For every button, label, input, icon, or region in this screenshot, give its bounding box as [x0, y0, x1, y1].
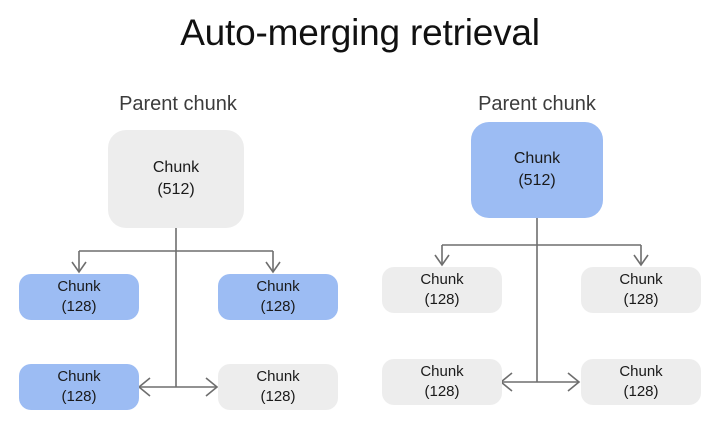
left-child-top-left-title: Chunk — [57, 278, 101, 295]
left-child-bottom-left-title: Chunk — [57, 368, 101, 385]
right-parent-chunk-size: (512) — [518, 172, 556, 189]
right-child-bottom-right-title: Chunk — [619, 363, 663, 380]
right-arrowhead-top-left — [434, 254, 450, 267]
left-parent-chunk-box[interactable]: Chunk (512) — [108, 130, 244, 228]
page-title: Auto-merging retrieval — [180, 12, 540, 53]
right-arrowhead-bottom-left — [499, 372, 513, 392]
left-arrowhead-top-left — [71, 261, 87, 274]
right-arrowhead-top-right — [633, 254, 649, 267]
right-parent-chunk-title: Chunk — [513, 150, 561, 167]
right-child-chunk-bottom-right[interactable]: Chunk (128) — [581, 359, 701, 405]
right-child-bottom-left-size: (128) — [424, 383, 460, 400]
left-child-bottom-left-size: (128) — [61, 388, 97, 405]
right-child-bottom-left-title: Chunk — [420, 363, 464, 380]
left-arrowhead-bottom-left — [137, 377, 151, 397]
left-child-chunk-bottom-left[interactable]: Chunk (128) — [19, 364, 139, 410]
left-child-chunk-bottom-right[interactable]: Chunk (128) — [218, 364, 338, 410]
left-child-bottom-right-title: Chunk — [256, 368, 300, 385]
right-child-chunk-bottom-left[interactable]: Chunk (128) — [382, 359, 502, 405]
left-arrowhead-top-right — [265, 261, 281, 274]
right-child-chunk-top-right[interactable]: Chunk (128) — [581, 267, 701, 313]
right-panel-parent-label: Parent chunk — [478, 93, 596, 115]
left-panel-parent-label: Parent chunk — [119, 93, 237, 115]
right-child-bottom-right-size: (128) — [623, 383, 659, 400]
right-arrowhead-bottom-right — [567, 372, 581, 392]
left-arrowhead-bottom-right — [205, 377, 219, 397]
right-child-top-right-size: (128) — [623, 291, 659, 308]
right-child-top-left-size: (128) — [424, 291, 460, 308]
right-child-chunk-top-left[interactable]: Chunk (128) — [382, 267, 502, 313]
left-child-top-right-size: (128) — [260, 298, 296, 315]
right-child-top-right-title: Chunk — [619, 271, 663, 288]
left-child-chunk-top-right[interactable]: Chunk (128) — [218, 274, 338, 320]
left-parent-chunk-title: Chunk — [152, 159, 200, 176]
left-child-top-right-title: Chunk — [256, 278, 300, 295]
left-parent-chunk-size: (512) — [157, 181, 195, 198]
left-child-chunk-top-left[interactable]: Chunk (128) — [19, 274, 139, 320]
left-child-top-left-size: (128) — [61, 298, 97, 315]
right-parent-chunk-box[interactable]: Chunk (512) — [471, 122, 603, 218]
right-child-top-left-title: Chunk — [420, 271, 464, 288]
left-child-bottom-right-size: (128) — [260, 388, 296, 405]
